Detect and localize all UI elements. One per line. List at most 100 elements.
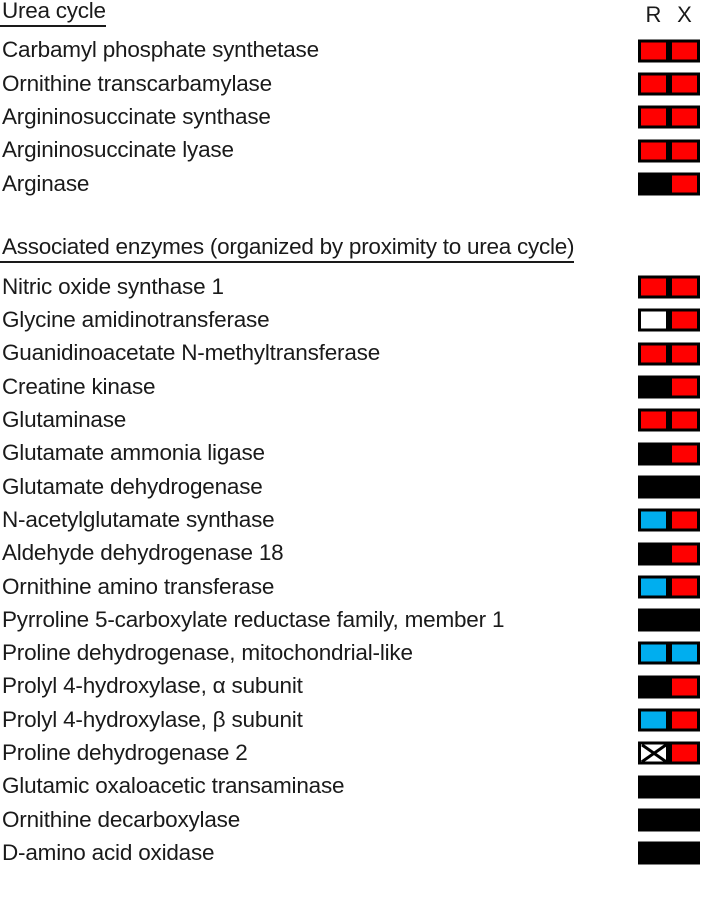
marker-cell-r <box>641 711 666 729</box>
enzyme-name: Argininosuccinate synthase <box>2 103 271 129</box>
marker-cell-r <box>641 175 666 193</box>
enzyme-name: Glutamic oxaloacetic transaminase <box>2 773 345 799</box>
marker-pair-1-13 <box>638 708 700 732</box>
marker-cell-r <box>641 445 666 463</box>
marker-cell-x <box>672 311 697 329</box>
marker-cell-r <box>641 278 666 296</box>
marker-cell-r <box>641 345 666 363</box>
enzyme-row: D-amino acid oxidase <box>0 837 708 870</box>
enzyme-name: Nitric oxide synthase 1 <box>2 273 224 299</box>
marker-cell-x <box>672 42 697 60</box>
section-spacer <box>0 200 708 236</box>
marker-cell-r <box>641 42 666 60</box>
enzyme-name: Glutamate dehydrogenase <box>2 473 263 499</box>
enzyme-row: Creatine kinase <box>0 370 708 403</box>
column-header-x: X <box>677 2 692 27</box>
marker-cell-x <box>672 378 697 396</box>
marker-cell-x <box>672 108 697 126</box>
marker-cell-x <box>672 278 697 296</box>
marker-pair-1-15 <box>638 775 700 799</box>
section-header-1: Associated enzymes (organized by proximi… <box>0 236 708 270</box>
enzyme-name: Pyrroline 5-carboxylate reductase family… <box>2 606 505 632</box>
marker-pair-1-9 <box>638 575 700 599</box>
marker-cell-r <box>641 411 666 429</box>
marker-pair-1-8 <box>638 542 700 565</box>
enzyme-name: Ornithine decarboxylase <box>2 806 241 832</box>
marker-cell-x <box>672 678 697 696</box>
marker-pair-0-2 <box>638 105 700 129</box>
marker-cell-r <box>641 108 666 126</box>
marker-cell-r <box>641 511 666 529</box>
enzyme-row: Guanidinoacetate N-methyltransferase <box>0 337 708 370</box>
enzyme-row: Pyrroline 5-carboxylate reductase family… <box>0 603 708 636</box>
marker-cell-x <box>672 511 697 529</box>
marker-cell-x <box>672 345 697 363</box>
enzyme-row: Arginase <box>0 167 708 200</box>
marker-cell-r <box>641 142 666 160</box>
marker-pair-1-0 <box>638 275 700 299</box>
enzyme-row: Nitric oxide synthase 1 <box>0 270 708 303</box>
enzyme-name: Prolyl 4-hydroxylase, β subunit <box>2 706 303 732</box>
marker-cell-x <box>672 75 697 93</box>
enzyme-name: N-acetylglutamate synthase <box>2 506 275 532</box>
column-headers: R X <box>638 0 700 30</box>
marker-cell-r <box>641 545 666 562</box>
enzyme-row: Glutamate dehydrogenase <box>0 470 708 503</box>
enzyme-row: Glutamic oxaloacetic transaminase <box>0 770 708 803</box>
enzyme-name: Ornithine transcarbamylase <box>2 70 272 96</box>
marker-cell-r <box>641 778 669 796</box>
marker-pair-0-1 <box>638 72 700 96</box>
enzyme-name: Prolyl 4-hydroxylase, α subunit <box>2 673 303 699</box>
marker-cell-r <box>641 678 666 696</box>
enzyme-row: Argininosuccinate lyase <box>0 134 708 167</box>
enzyme-row: Ornithine decarboxylase <box>0 803 708 836</box>
marker-pair-1-1 <box>638 308 700 332</box>
enzyme-name: Proline dehydrogenase 2 <box>2 740 248 766</box>
marker-pair-1-16 <box>638 808 700 832</box>
marker-cell-x <box>672 142 697 160</box>
marker-cell-r <box>641 578 666 596</box>
marker-cell-x <box>672 744 697 762</box>
marker-cell-r <box>641 611 669 629</box>
marker-cell-x <box>669 478 697 496</box>
enzyme-row: Proline dehydrogenase 2 <box>0 737 708 770</box>
section-title: Urea cycle <box>0 0 106 27</box>
enzyme-row: N-acetylglutamate synthase <box>0 504 708 537</box>
marker-cell-r <box>641 744 666 762</box>
enzyme-name: D-amino acid oxidase <box>2 839 215 865</box>
marker-cell-r <box>641 811 669 829</box>
enzyme-row: Prolyl 4-hydroxylase, α subunit <box>0 670 708 703</box>
enzyme-name: Aldehyde dehydrogenase 18 <box>2 540 284 566</box>
marker-pair-1-3 <box>638 375 700 399</box>
section-title: Associated enzymes (organized by proximi… <box>0 236 575 263</box>
enzyme-row: Prolyl 4-hydroxylase, β subunit <box>0 703 708 736</box>
marker-cell-r <box>641 378 666 396</box>
marker-pair-1-6 <box>638 475 700 499</box>
enzyme-name: Glutamate ammonia ligase <box>2 440 265 466</box>
marker-pair-1-5 <box>638 442 700 466</box>
marker-cell-r <box>641 311 666 329</box>
enzyme-row: Ornithine transcarbamylase <box>0 67 708 100</box>
marker-cell-x <box>672 711 697 729</box>
marker-pair-1-7 <box>638 508 700 532</box>
marker-pair-1-14 <box>638 741 700 765</box>
enzyme-name: Arginase <box>2 170 90 196</box>
enzyme-name: Creatine kinase <box>2 373 156 399</box>
marker-cell-x <box>669 811 697 829</box>
enzyme-row: Carbamyl phosphate synthetase <box>0 34 708 67</box>
marker-cell-r <box>641 644 666 662</box>
marker-pair-1-4 <box>638 408 700 432</box>
marker-pair-0-0 <box>638 39 700 63</box>
marker-cell-x <box>672 578 697 596</box>
marker-cell-r <box>641 844 669 862</box>
enzyme-name: Ornithine amino transferase <box>2 573 275 599</box>
section-header-0: Urea cycle <box>0 0 708 34</box>
marker-cell-r <box>641 478 669 496</box>
enzyme-name: Argininosuccinate lyase <box>2 137 234 163</box>
marker-cell-x <box>669 778 697 796</box>
marker-pair-1-12 <box>638 675 700 699</box>
marker-cell-x <box>669 611 697 629</box>
enzyme-name: Glutaminase <box>2 407 127 433</box>
